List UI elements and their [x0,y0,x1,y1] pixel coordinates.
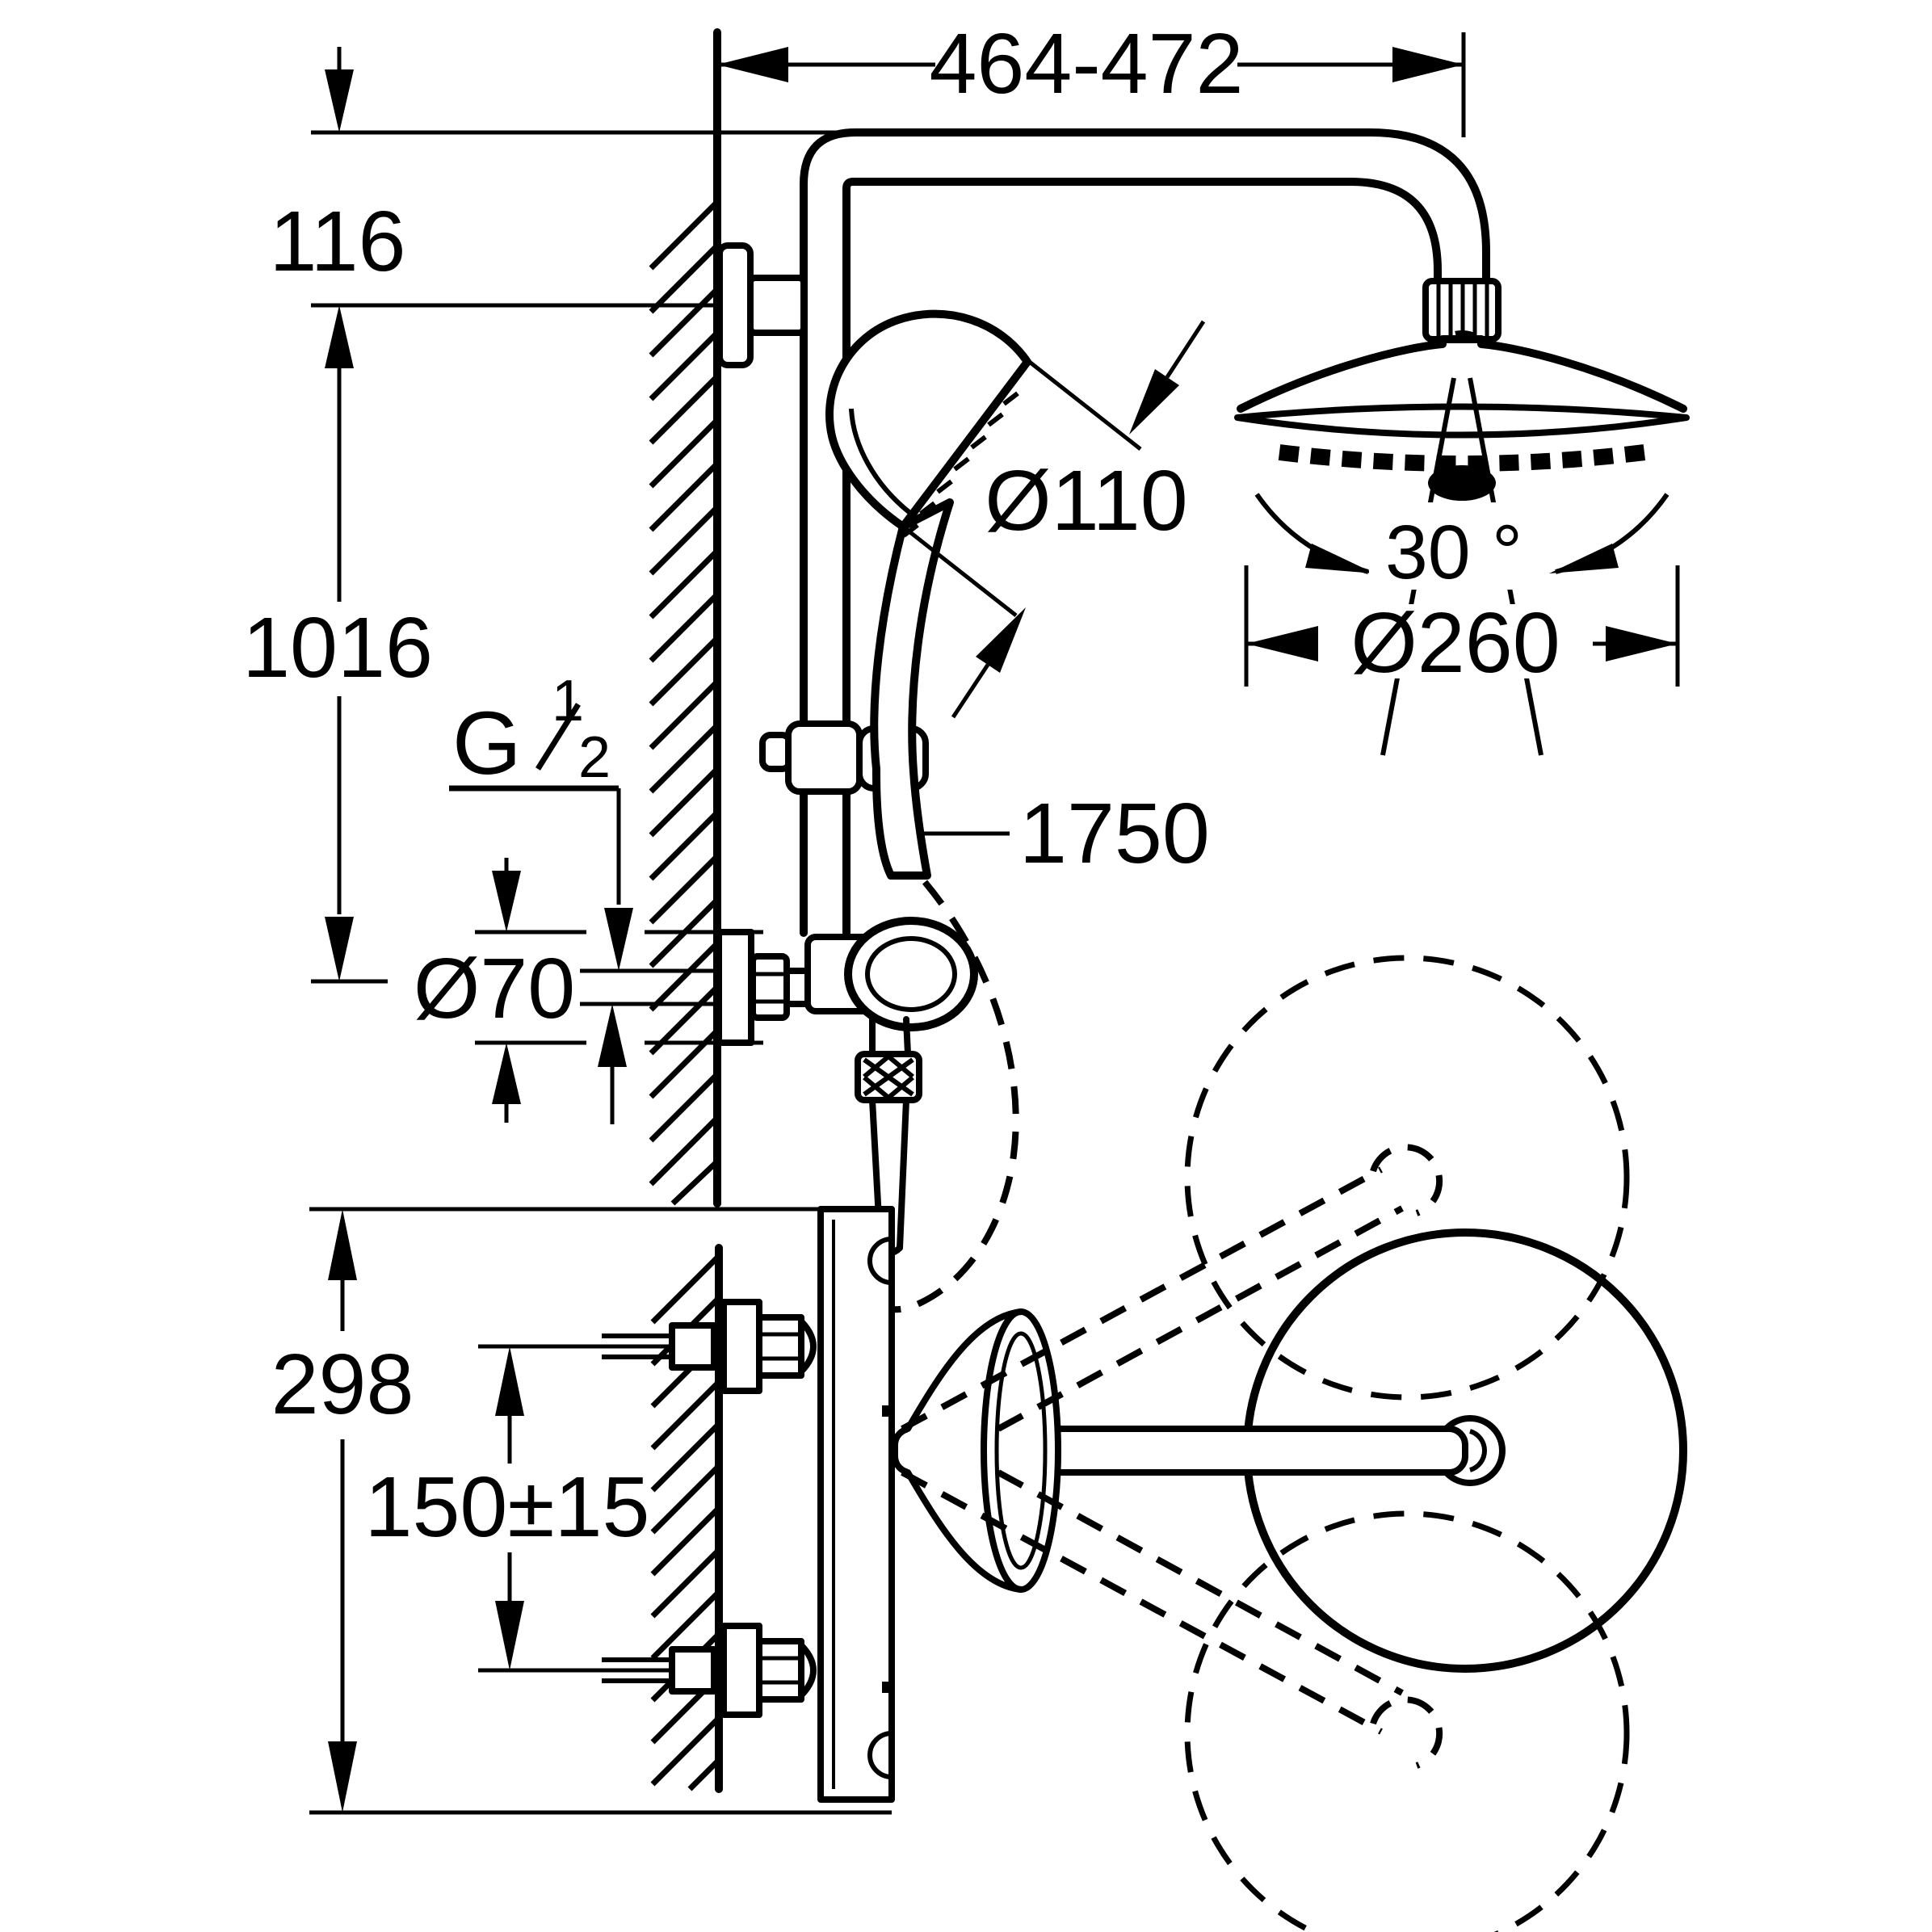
label-thread-den: 2 [578,725,611,790]
dim-hand-dia: Ø110 [901,320,1206,719]
valve-escutcheon [716,929,754,1046]
label-hose-length: 1750 [1019,786,1210,881]
shower-rail [800,128,1490,937]
dim-plate-height: 298 [271,1207,892,1815]
hand-shower-head [825,309,1031,531]
head-dome [1237,335,1687,413]
swivel-position-bottom [1184,1510,1630,1932]
head-brim [1234,403,1690,439]
label-width-range: 464-472 [929,16,1243,111]
hand-shower [825,309,1031,880]
dim-rail-length: 1016 [242,305,433,984]
callout-hose-length: 1750 [922,786,1210,881]
callout-thread: G 1 2 [449,669,633,1124]
s-union-top [720,1299,817,1394]
thermostat-body-plan [817,1206,895,1803]
swivel-position-top [1184,955,1630,1401]
label-flange-dia: Ø70 [414,941,575,1036]
s-union-bottom [720,1623,817,1718]
label-spray-angle: 30 ° [1385,510,1522,595]
hand-shower-handle [870,498,954,880]
label-inlet-span: 150±15 [365,1460,650,1555]
dim-width-range: 464-472 [717,16,1466,137]
label-hand-dia: Ø110 [985,453,1187,548]
nozzle-band [1278,444,1646,472]
label-bracket-height: 116 [270,194,406,289]
wall-hatch-front [649,200,720,1206]
dim-inlet-span: 150±15 [365,1344,687,1673]
plan-view: 298 150±15 [271,955,1687,1932]
dim-bracket-height: 116 [270,47,855,308]
hand-shower-plan [905,1308,1061,1593]
center-spray-cap [1428,465,1496,501]
label-head-dia: Ø260 [1350,595,1560,691]
wall-bracket [716,242,807,368]
swivel-arms-dashed [901,1144,1443,1769]
wall-front [649,28,721,1208]
front-view: 464-472 116 1016 G 1 2 [242,16,1690,1313]
fraction-slash [536,703,581,771]
union-nut [750,953,790,1021]
label-thread-g: G [452,694,522,793]
label-rail-length: 1016 [242,600,433,695]
supply-connections [602,1322,717,1695]
thermostat-valve [716,917,978,1256]
dim-head-dia: Ø260 [1244,565,1680,691]
dim-flange-dia: Ø70 [414,858,763,1123]
head-shower: 30 ° [1234,278,1690,756]
label-plate-height: 298 [271,1337,414,1432]
